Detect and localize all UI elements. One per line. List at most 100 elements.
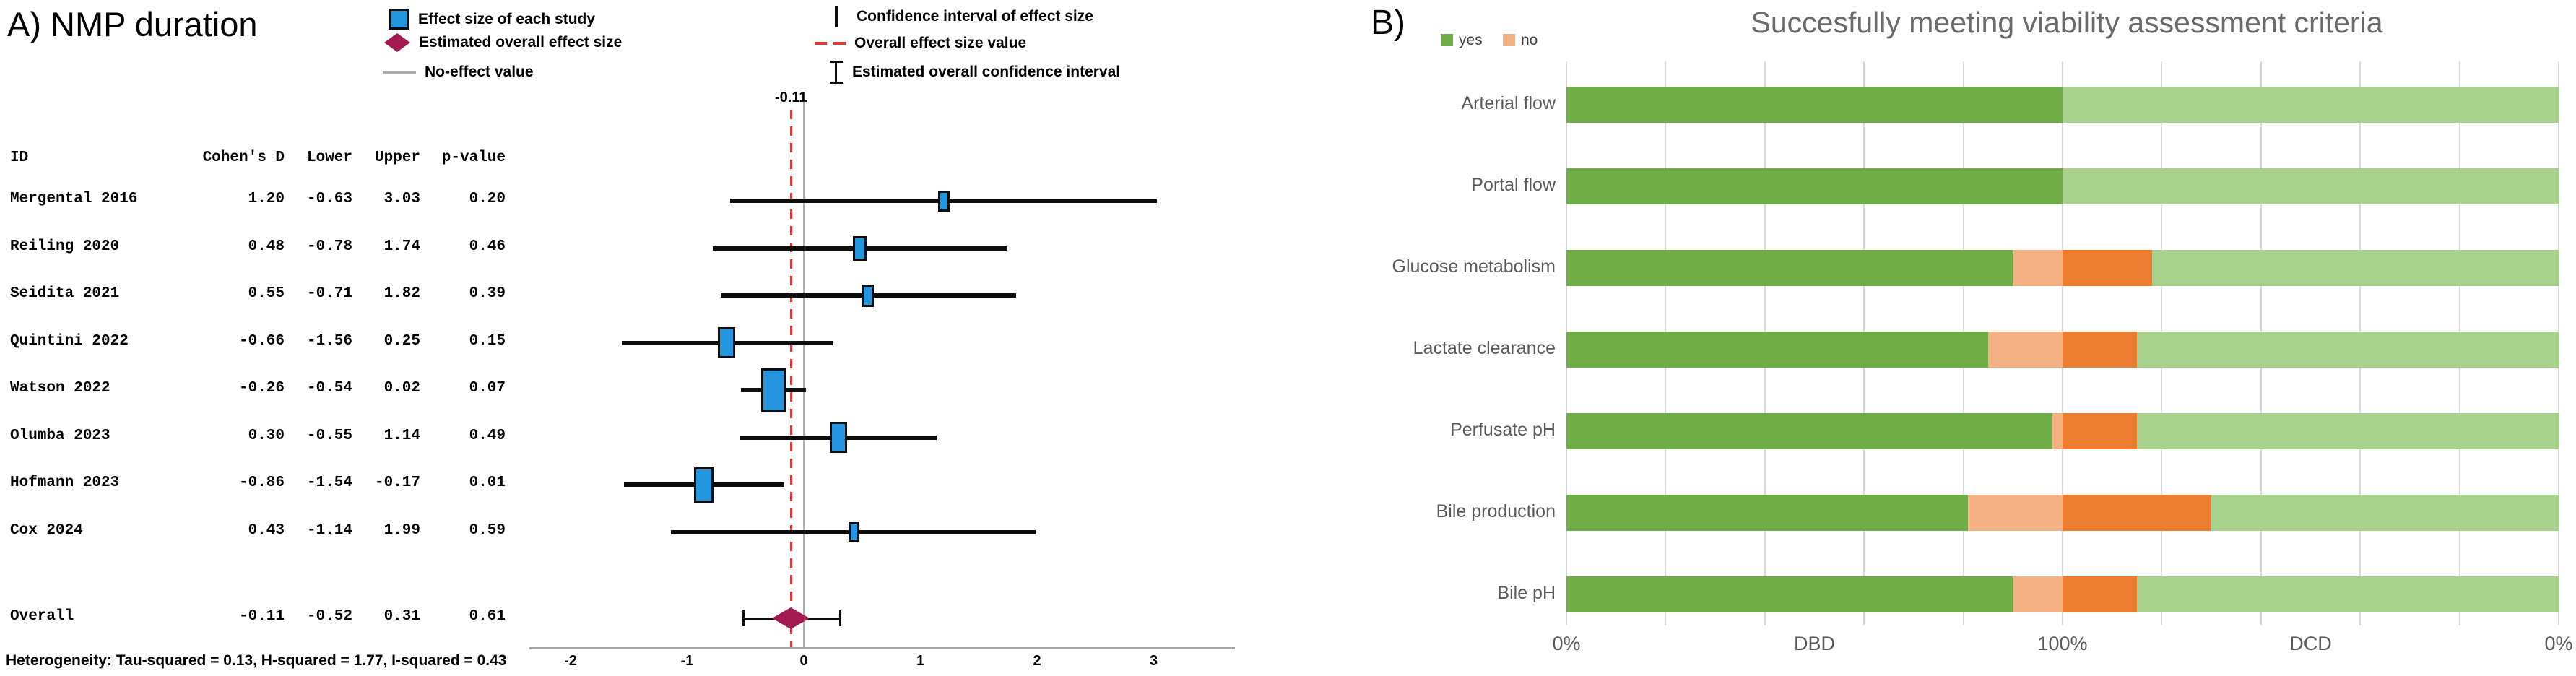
x-axis-label: 100%: [2037, 633, 2088, 654]
category-label: Portal flow: [1471, 175, 1556, 195]
category-label: Perfusate pH: [1450, 420, 1556, 440]
table-row-id: Watson 2022: [10, 380, 110, 396]
table-row-value: -0.78: [306, 238, 352, 255]
bar-row: [1566, 87, 2559, 123]
legend-item-ci: Confidence interval of effect size: [825, 6, 1093, 27]
gray-line-icon: [383, 71, 416, 74]
table-row-value: 0.01: [469, 474, 506, 491]
table-header-lower: Lower: [306, 150, 352, 166]
category-label: Bile pH: [1497, 583, 1556, 603]
legend-item-no-effect: No-effect value: [383, 64, 534, 81]
x-axis-line: [529, 647, 1235, 649]
category-label: Arterial flow: [1461, 93, 1556, 113]
overall-ci-cap: [838, 610, 841, 626]
legend-label: Overall effect size value: [854, 35, 1027, 51]
legend-item-effect-size: Effect size of each study: [389, 9, 595, 30]
black-vertical-line-icon: [835, 6, 838, 27]
gridline: [2558, 61, 2559, 625]
legend-no-swatch: [1503, 34, 1515, 46]
table-row-id: Cox 2024: [10, 521, 83, 539]
table-row-value: 1.99: [383, 521, 420, 539]
legend-label: Effect size of each study: [418, 10, 596, 27]
table-row-value: 1.82: [383, 285, 420, 302]
table-row-value: -0.26: [238, 380, 285, 396]
table-row-value: 0.49: [469, 427, 506, 444]
bar-segment-dcd-no: [2062, 495, 2212, 531]
no-effect-line: [802, 101, 805, 647]
legend-label: No-effect value: [425, 64, 534, 80]
legend-item-overall-ci: Estimated overall confidence interval: [829, 61, 1120, 84]
table-row-value: -0.66: [238, 332, 285, 350]
x-axis-label: DCD: [2289, 633, 2332, 654]
table-row-value: -0.55: [306, 427, 352, 444]
table-row-value: 1.20: [248, 191, 285, 207]
table-row-value: 1.14: [383, 427, 420, 444]
bar-segment-dbd-no: [1987, 332, 2063, 368]
bar-segment-dbd-yes: [1566, 495, 1969, 531]
blue-square-icon: [389, 9, 409, 30]
table-row-value: 0.55: [248, 285, 285, 302]
bar-segment-dcd-no: [2062, 576, 2138, 612]
forest-effect-square: [853, 235, 867, 261]
table-row-value: 0.39: [469, 285, 506, 302]
table-row-value: 0.61: [469, 608, 506, 625]
table-row-value: 0.25: [383, 332, 420, 350]
table-row-value: 0.43: [248, 521, 285, 539]
forest-effect-square: [862, 284, 875, 307]
x-axis-tick-label: 2: [1033, 653, 1041, 669]
heterogeneity-note: Heterogeneity: Tau-squared = 0.13, H-squ…: [6, 652, 507, 669]
table-row-value: -0.17: [374, 474, 420, 491]
table-row-value: 0.31: [383, 608, 420, 625]
legend-label: Estimated overall confidence interval: [852, 64, 1121, 80]
x-axis-label: DBD: [1793, 633, 1835, 654]
table-row-value: -0.63: [306, 191, 352, 207]
bar-segment-dcd-yes: [2151, 250, 2559, 286]
legend-label: Confidence interval of effect size: [857, 8, 1093, 25]
overall-ci-cap: [742, 610, 745, 626]
red-dashed-line-icon: [815, 42, 846, 45]
bar-segment-dbd-yes: [1566, 250, 2013, 286]
table-row-value: -1.14: [306, 521, 352, 539]
overall-effect-value-label: -0.11: [774, 90, 807, 105]
forest-effect-square: [848, 522, 859, 542]
x-axis-label: 0%: [2544, 633, 2573, 654]
bar-segment-dcd-yes: [2063, 168, 2559, 204]
legend-no-label: no: [1521, 32, 1538, 48]
forest-effect-square: [761, 368, 786, 412]
table-row-value: -0.11: [238, 608, 285, 625]
bar-segment-dbd-no: [1968, 495, 2063, 531]
bar-row: [1566, 413, 2559, 449]
bar-segment-dbd-yes: [1566, 413, 2053, 449]
forest-effect-square: [693, 467, 714, 503]
table-row-id: Quintini 2022: [10, 332, 129, 350]
table-row-value: -1.56: [306, 332, 352, 350]
overall-diamond: [772, 607, 810, 629]
table-row-id: Mergental 2016: [10, 191, 138, 207]
overall-effect-dashed-line: [789, 110, 792, 647]
bar-segment-dbd-yes: [1566, 168, 2063, 204]
bar-segment-dcd-no: [2062, 332, 2138, 368]
table-row-id: Olumba 2023: [10, 427, 110, 444]
table-row-value: 1.74: [383, 238, 420, 255]
legend-item-overall-effect: Estimated overall effect size: [384, 33, 622, 52]
table-row-value: 0.46: [469, 238, 506, 255]
legend-label: Estimated overall effect size: [419, 34, 623, 51]
bar-segment-dbd-yes: [1566, 332, 1988, 368]
table-header-pvalue: p-value: [441, 150, 506, 166]
x-axis-tick-label: 1: [916, 653, 925, 669]
x-axis-label: 0%: [1552, 633, 1581, 654]
x-axis-tick-label: 3: [1149, 653, 1158, 669]
table-row-value: -0.54: [306, 380, 352, 396]
category-label: Bile production: [1436, 501, 1556, 521]
bar-segment-dcd-yes: [2211, 495, 2559, 531]
bar-row: [1566, 250, 2559, 286]
table-row-value: 0.15: [469, 332, 506, 350]
forest-effect-square: [718, 327, 736, 358]
table-row-value: -0.71: [306, 285, 352, 302]
table-header-cohensd: Cohen's D: [202, 150, 285, 166]
panel-b-title: Succesfully meeting viability assessment…: [1751, 6, 2383, 39]
panel-b-label: B): [1371, 4, 1405, 42]
table-row-value: -0.52: [306, 608, 352, 625]
bar-segment-dcd-no: [2062, 413, 2138, 449]
bar-segment-dcd-yes: [2137, 332, 2559, 368]
